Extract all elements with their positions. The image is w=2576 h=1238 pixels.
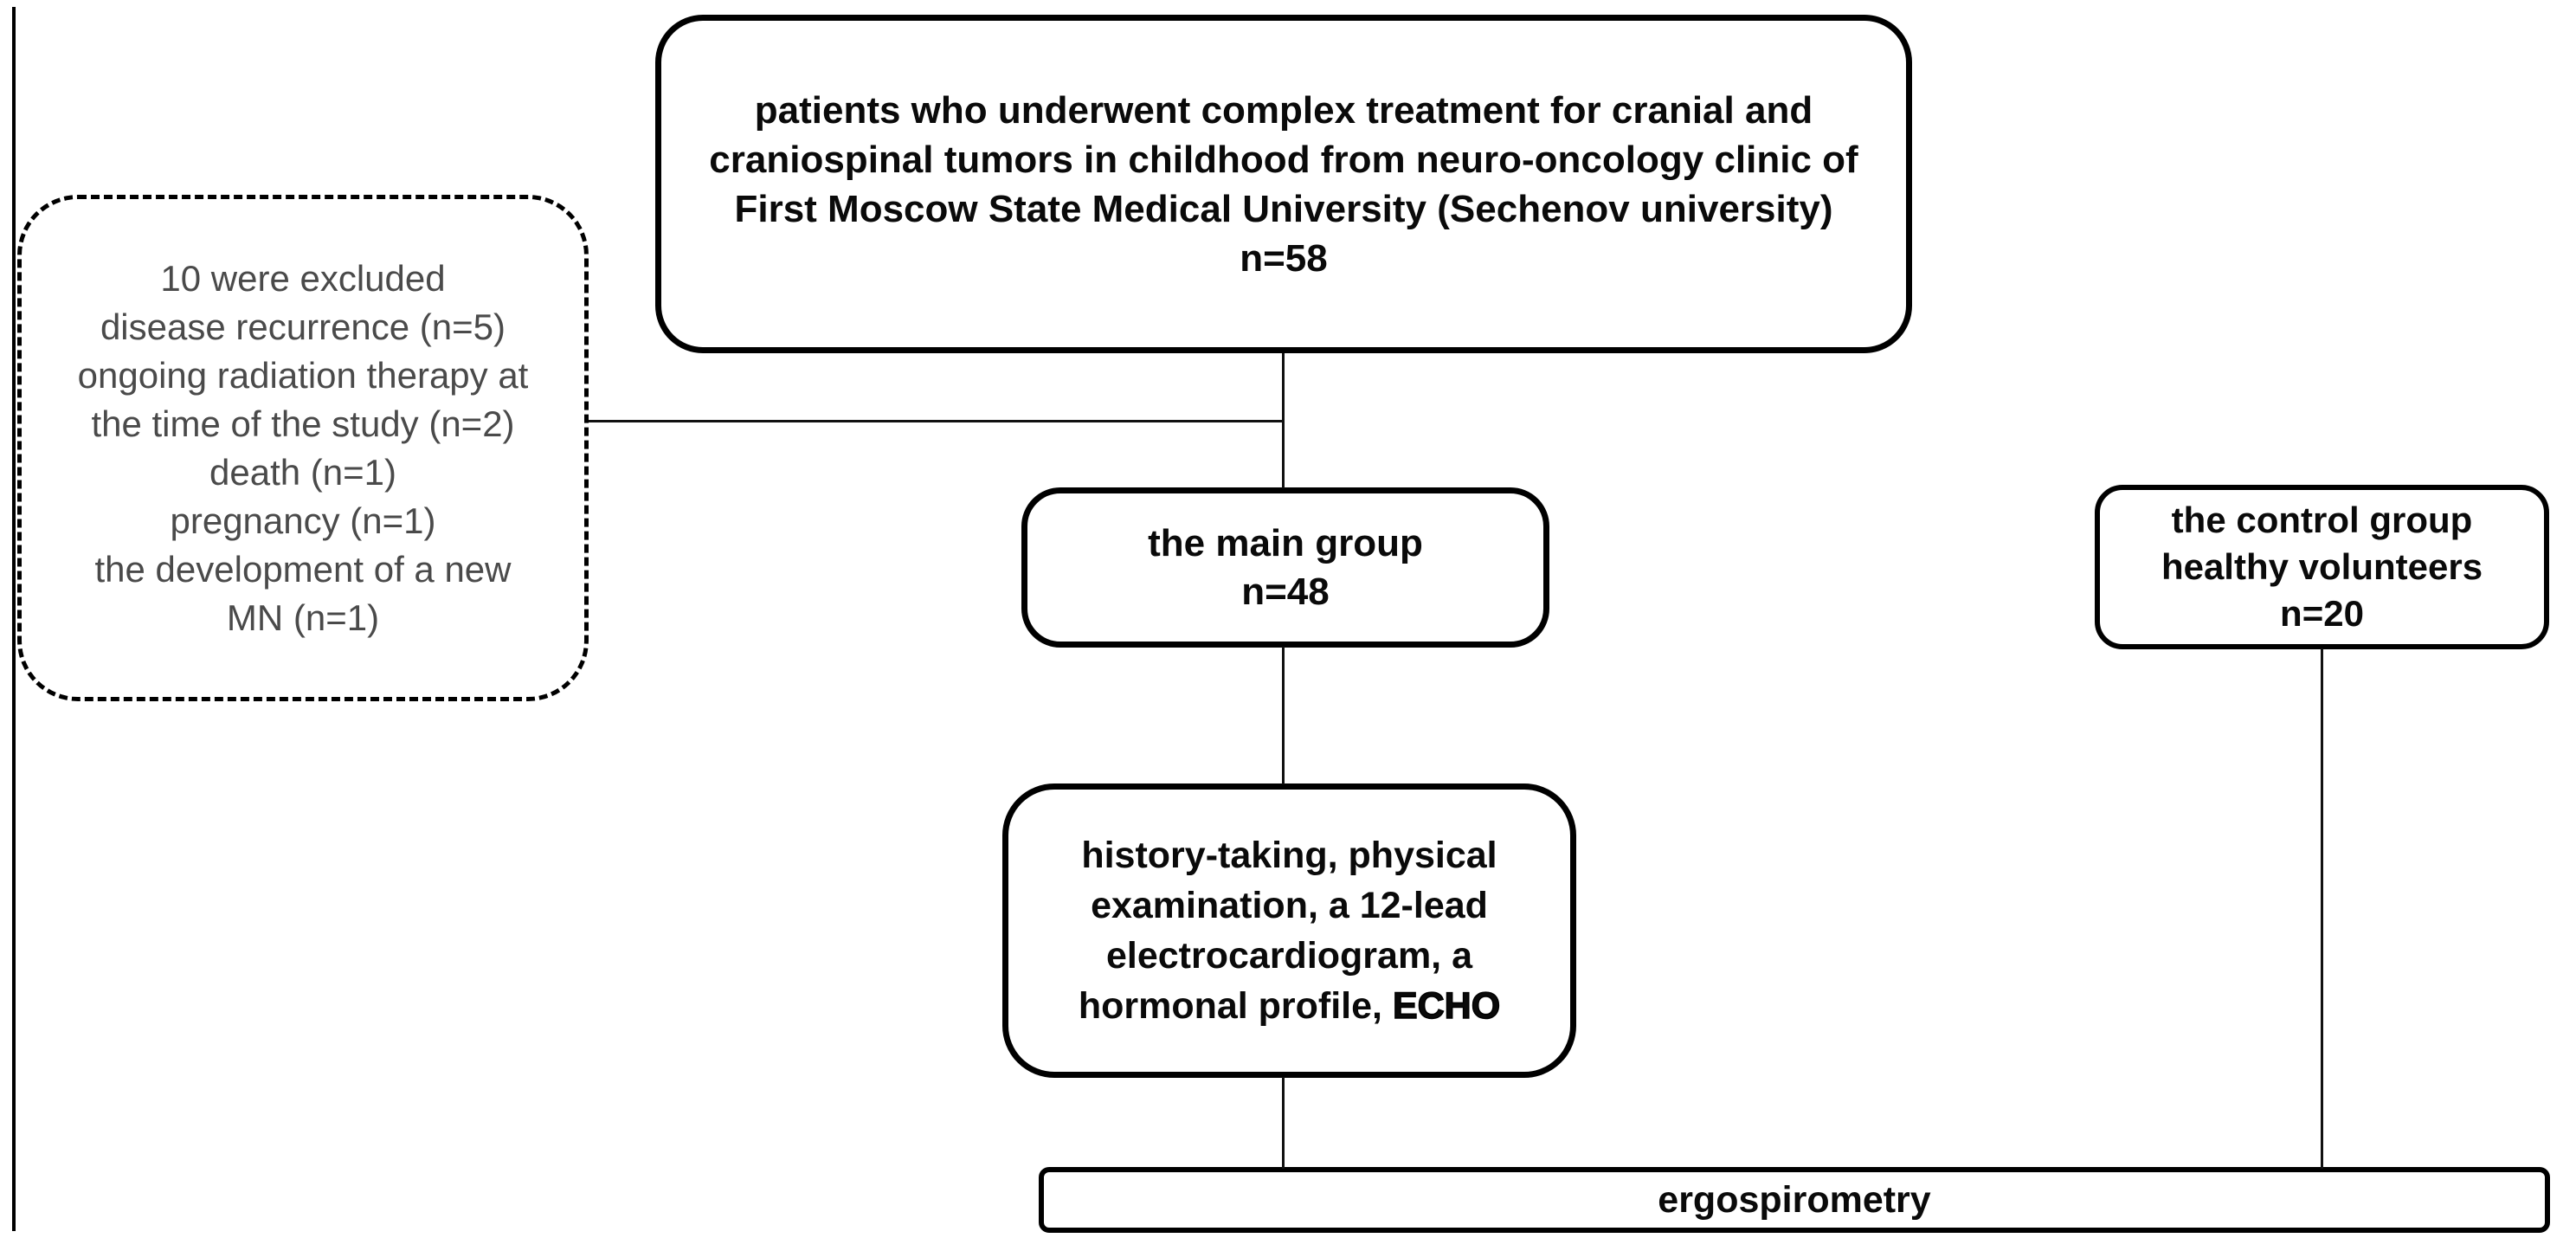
main-group-box: the main group n=48 <box>1021 487 1549 648</box>
exclusion-reason-line: pregnancy (n=1) <box>170 500 436 541</box>
control-group-count: n=20 <box>2280 593 2364 634</box>
source-population-text-line: patients who underwent complex treatment… <box>754 88 1813 132</box>
connector-maingroup-to-assessment <box>1282 647 1285 784</box>
exclusions-total-line: 10 were excluded <box>160 257 446 299</box>
source-population-box: patients who underwent complex treatment… <box>655 15 1912 353</box>
assessment-box: history-taking, physical examination, a … <box>1002 783 1576 1078</box>
assessment-text-line: history-taking, physical <box>1081 835 1497 876</box>
exclusion-reason-line: disease recurrence (n=5) <box>100 306 506 347</box>
source-population-text-line: First Moscow State Medical University (S… <box>734 187 1833 230</box>
exclusion-reason-line: the time of the study (n=2) <box>91 403 515 444</box>
control-group-sublabel: healthy volunteers <box>2161 546 2483 587</box>
exclusion-reason-line: death (n=1) <box>209 451 396 493</box>
exclusion-reason-line: ongoing radiation therapy at <box>77 354 529 396</box>
main-group-label: the main group <box>1148 521 1423 564</box>
assessment-last-line-prefix: hormonal profile, <box>1078 985 1393 1027</box>
assessment-text-line: examination, a 12-lead <box>1091 885 1488 926</box>
connector-exclusions-branch <box>589 420 1284 422</box>
ergospirometry-box: ergospirometry <box>1039 1167 2550 1233</box>
source-population-count: n=58 <box>1240 236 1328 280</box>
control-group-box: the control group healthy volunteers n=2… <box>2095 485 2549 649</box>
connector-controlgroup-to-ergospirometry <box>2321 648 2323 1169</box>
assessment-text-line: hormonal profile, ECHO <box>1008 981 1570 1031</box>
exclusion-reason-line: the development of a new <box>94 548 512 590</box>
main-group-count: n=48 <box>1241 570 1330 613</box>
exclusions-box: 10 were excluded disease recurrence (n=5… <box>17 195 589 701</box>
assessment-echo-emphasis: ECHO <box>1392 984 1501 1028</box>
control-group-label: the control group <box>2171 500 2473 540</box>
assessment-text-line: electrocardiogram, a <box>1105 935 1472 977</box>
connector-assessment-to-ergospirometry <box>1282 1077 1285 1169</box>
ergospirometry-label: ergospirometry <box>1658 1179 1931 1221</box>
figure-left-border-line <box>12 7 16 1231</box>
source-population-text-line: craniospinal tumors in childhood from ne… <box>709 138 1858 181</box>
exclusion-reason-line: MN (n=1) <box>226 596 380 638</box>
